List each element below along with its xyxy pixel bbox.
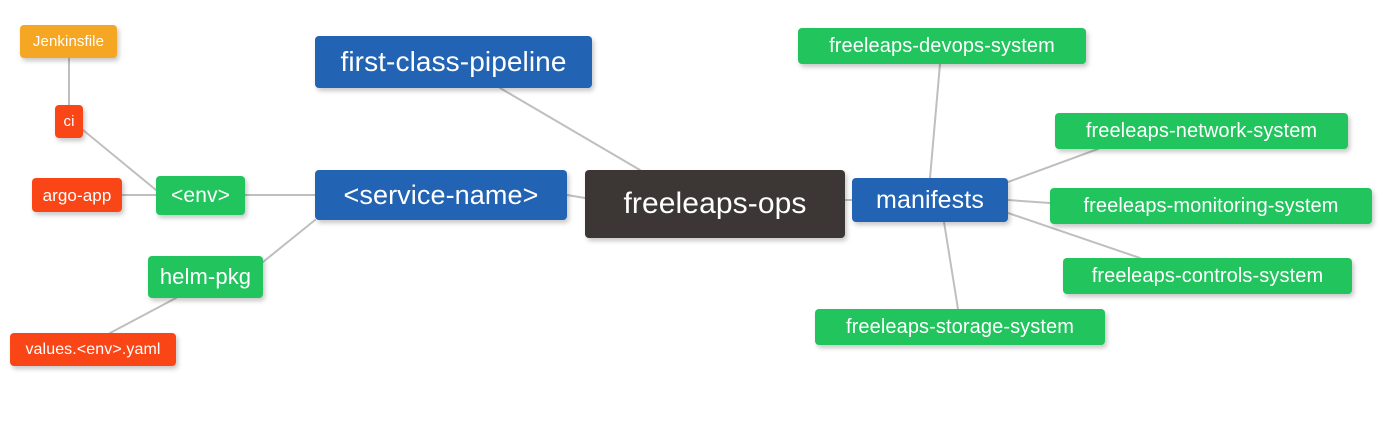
node-freeleaps-ops[interactable]: freeleaps-ops [585, 170, 845, 238]
node-ci[interactable]: ci [55, 105, 83, 138]
node-freeleaps-network-system[interactable]: freeleaps-network-system [1055, 113, 1348, 149]
node-env[interactable]: <env> [156, 176, 245, 215]
node-jenkinsfile[interactable]: Jenkinsfile [20, 25, 117, 58]
node-label: freeleaps-monitoring-system [1083, 195, 1339, 217]
node-first-class-pipeline[interactable]: first-class-pipeline [315, 36, 592, 88]
node-label: argo-app [42, 185, 112, 205]
node-label: <env> [171, 184, 230, 207]
edge-first-class-pipeline-to-freeleaps-ops [499, 87, 641, 171]
node-label: freeleaps-controls-system [1091, 265, 1324, 287]
edge-helm-pkg-to-values-yaml [109, 297, 177, 334]
node-label: freeleaps-network-system [1085, 120, 1318, 142]
edge-service-name-to-freeleaps-ops [566, 194, 586, 199]
node-values-yaml[interactable]: values.<env>.yaml [10, 333, 176, 366]
node-freeleaps-storage-system[interactable]: freeleaps-storage-system [815, 309, 1105, 345]
node-manifests[interactable]: manifests [852, 178, 1008, 222]
edge-manifests-to-freeleaps-network-system [1007, 148, 1099, 183]
node-label: manifests [876, 185, 984, 214]
edge-manifests-to-freeleaps-monitoring-system [1007, 199, 1051, 204]
node-label: freeleaps-storage-system [845, 316, 1075, 338]
node-helm-pkg[interactable]: helm-pkg [148, 256, 263, 298]
node-label: first-class-pipeline [340, 46, 567, 77]
node-label: Jenkinsfile [32, 33, 105, 50]
node-label: freeleaps-devops-system [829, 35, 1055, 57]
node-label: freeleaps-ops [623, 187, 807, 220]
node-label: helm-pkg [159, 264, 252, 289]
edge-service-name-to-helm-pkg [262, 219, 316, 263]
node-label: ci [63, 113, 75, 130]
node-label: <service-name> [343, 179, 539, 210]
node-label: values.<env>.yaml [25, 340, 161, 358]
node-argo-app[interactable]: argo-app [32, 178, 122, 212]
node-freeleaps-devops-system[interactable]: freeleaps-devops-system [798, 28, 1086, 64]
edge-manifests-to-freeleaps-devops-system [929, 63, 941, 179]
node-freeleaps-controls-system[interactable]: freeleaps-controls-system [1063, 258, 1352, 294]
node-service-name[interactable]: <service-name> [315, 170, 567, 220]
edge-manifests-to-freeleaps-storage-system [943, 221, 959, 310]
node-freeleaps-monitoring-system[interactable]: freeleaps-monitoring-system [1050, 188, 1372, 224]
